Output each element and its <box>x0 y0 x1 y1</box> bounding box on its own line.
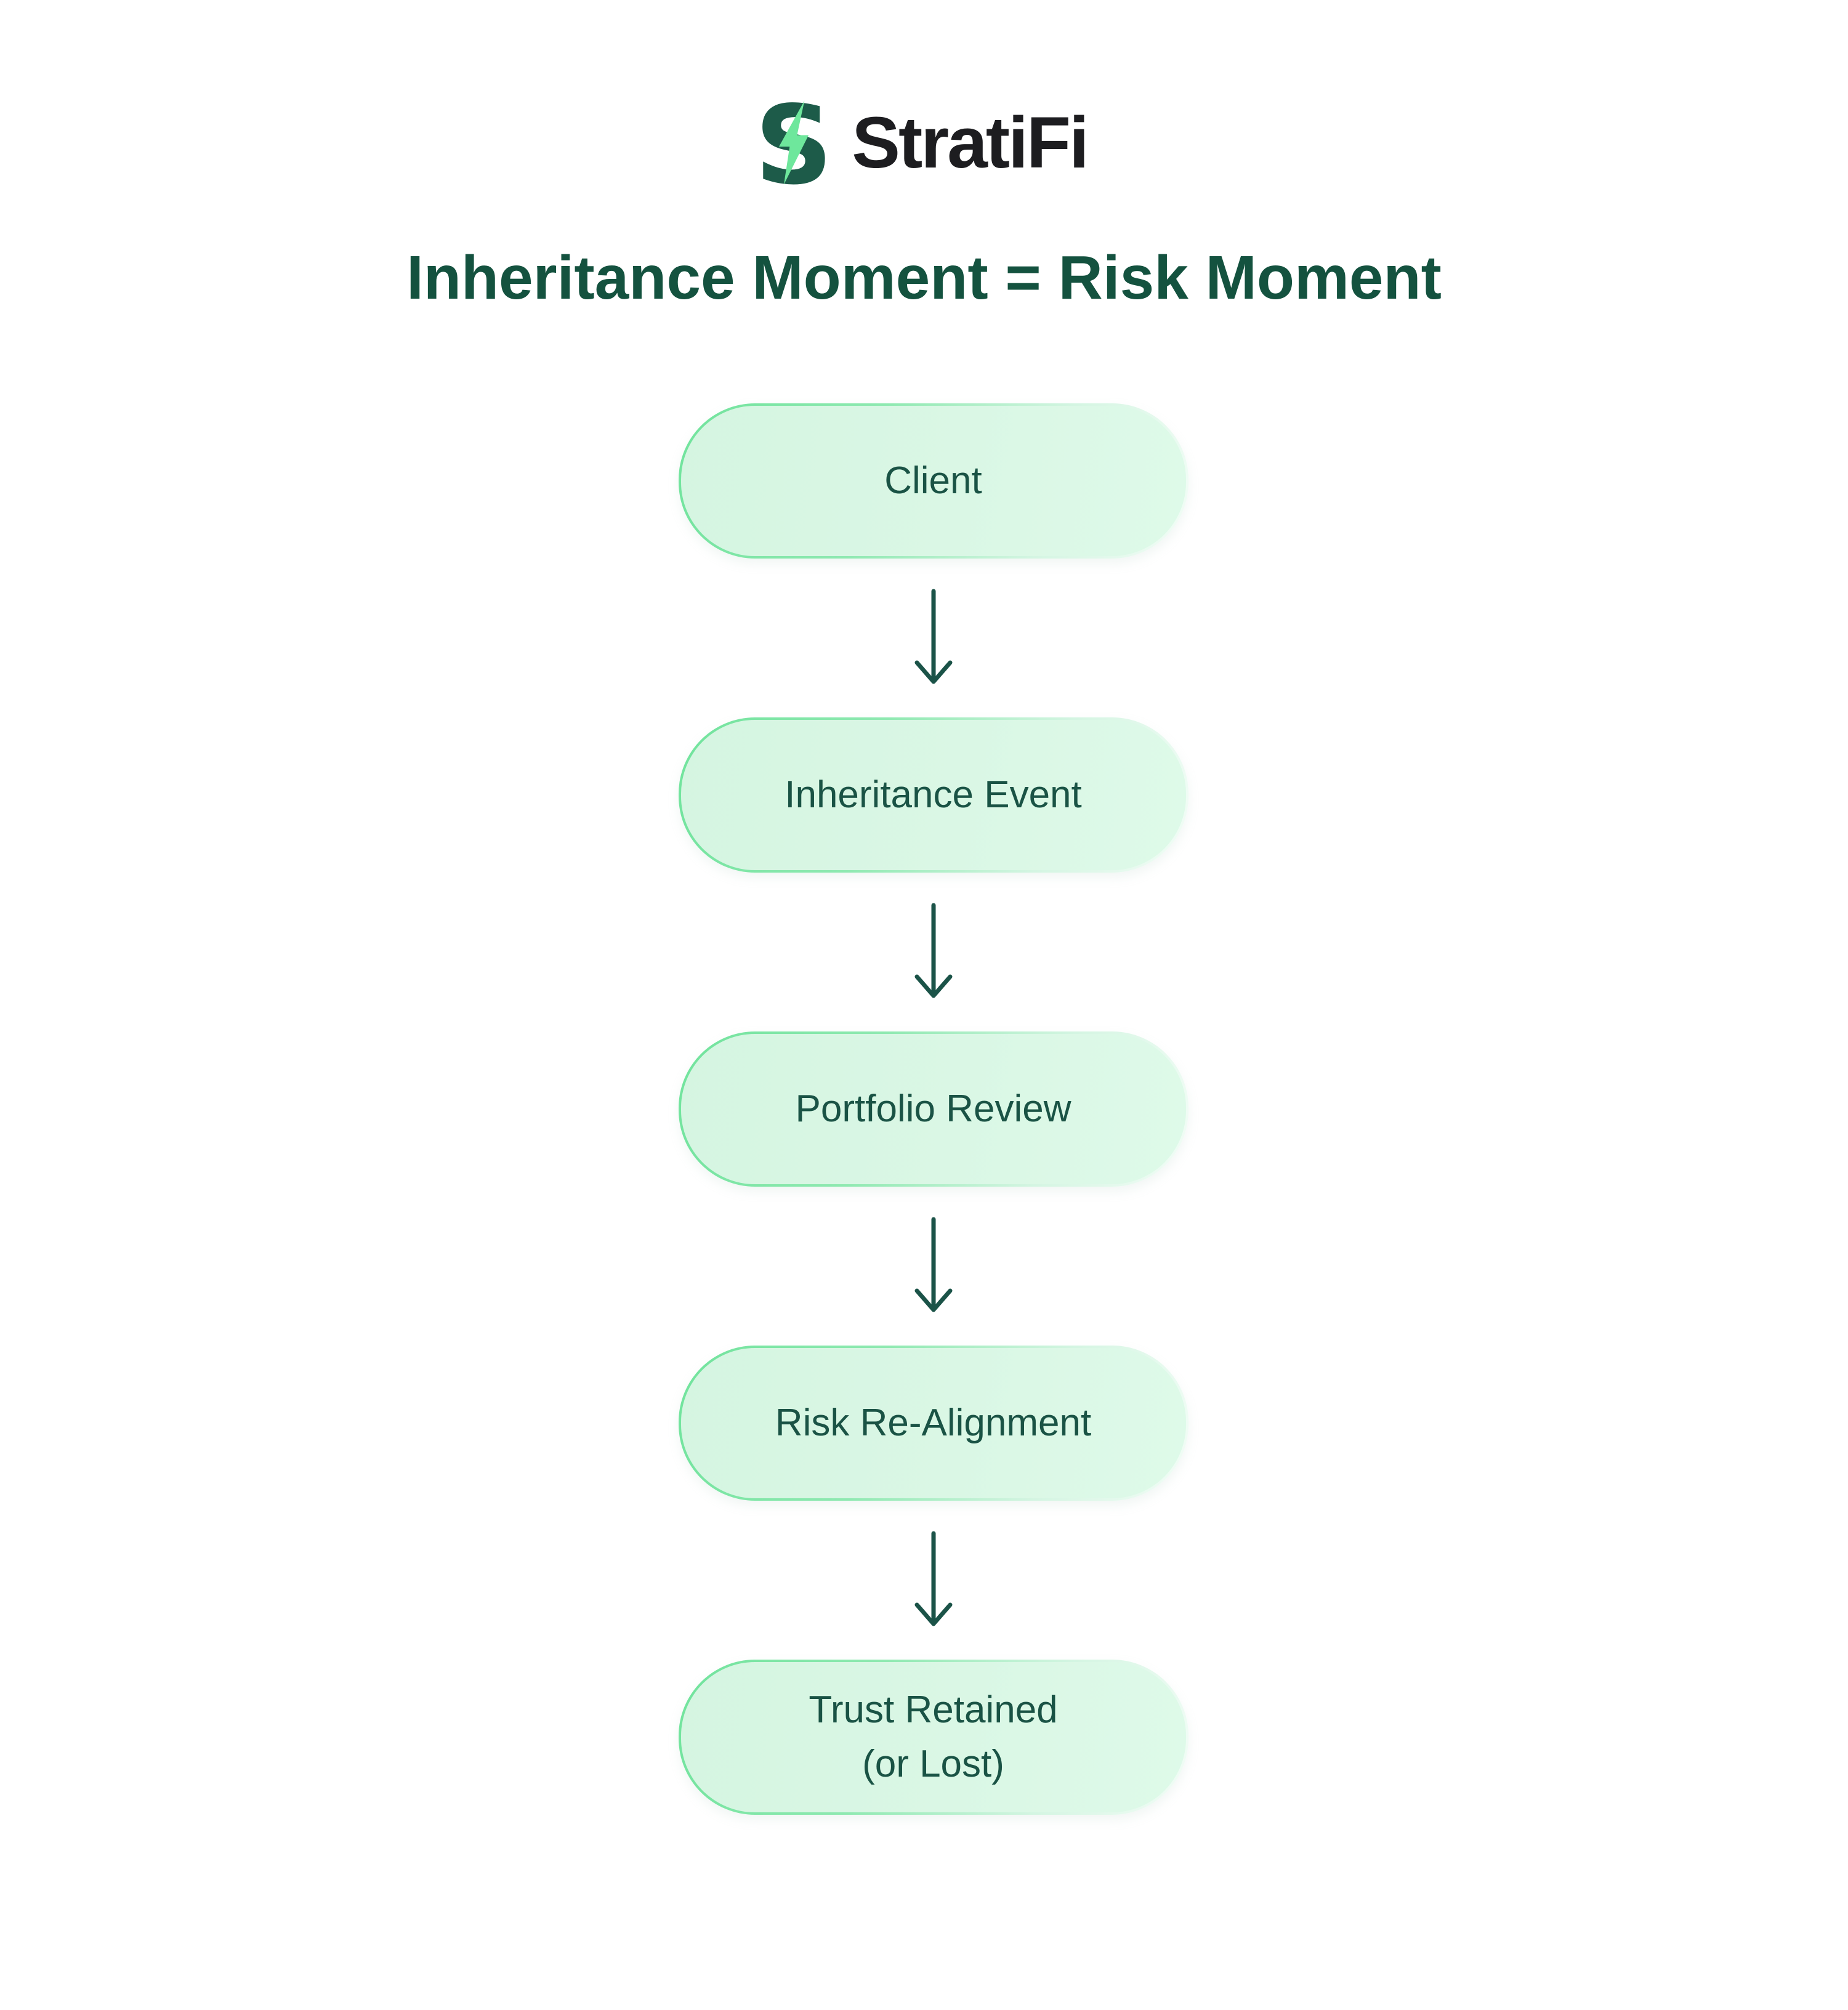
node-label: Client <box>884 459 982 502</box>
arrow-down-icon <box>914 589 952 684</box>
node-label: Inheritance Event <box>785 773 1082 816</box>
page-title: Inheritance Moment = Risk Moment <box>406 243 1442 312</box>
flow-node-risk-re-alignment: Risk Re-Alignment <box>678 1346 1188 1501</box>
stratifi-lightning-s-icon: S <box>761 97 827 188</box>
node-label: Portfolio Review <box>795 1087 1071 1130</box>
flow-node-client: Client <box>678 403 1188 559</box>
flowchart: Client Inheritance Event Portfolio Revie… <box>678 309 1188 1815</box>
flow-node-inheritance-event: Inheritance Event <box>678 717 1188 873</box>
node-label: Trust Retained (or Lost) <box>809 1688 1058 1785</box>
node-label: Risk Re-Alignment <box>775 1401 1092 1444</box>
brand-name: StratiFi <box>852 102 1089 184</box>
flow-node-portfolio-review: Portfolio Review <box>678 1031 1188 1187</box>
logo: S StratiFi <box>761 97 1089 188</box>
arrow-down-icon <box>914 1531 952 1626</box>
flow-node-trust-retained: Trust Retained (or Lost) <box>678 1660 1188 1815</box>
lightning-bolt-icon <box>779 100 809 185</box>
arrow-down-icon <box>914 903 952 998</box>
arrow-down-icon <box>914 1217 952 1312</box>
